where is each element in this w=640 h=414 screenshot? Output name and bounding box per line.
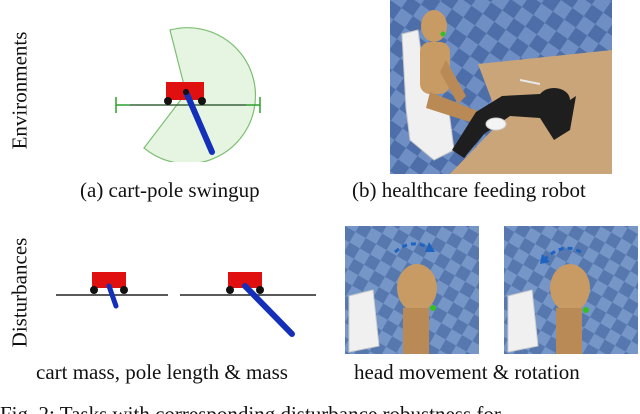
mouth-marker <box>440 31 446 37</box>
head-rotation-scene <box>504 226 638 354</box>
person-head <box>397 264 437 312</box>
cart-wheel <box>256 286 264 294</box>
pole-length-disturbance-scene <box>180 272 316 337</box>
cart <box>228 272 262 288</box>
feeding-robot-scene <box>390 0 612 174</box>
chair <box>507 289 539 353</box>
person-legs <box>426 92 480 124</box>
person-arm <box>440 60 466 104</box>
cart-wheel <box>90 286 98 294</box>
person-head <box>550 264 590 312</box>
pole <box>183 89 215 155</box>
cart-wheel <box>226 286 234 294</box>
cart-wheel <box>120 286 128 294</box>
caption-cartpole: (a) cart-pole swingup <box>80 178 260 202</box>
row-label-disturbances: Disturbances <box>7 237 32 348</box>
cart-wheel <box>198 97 206 105</box>
caption-feeding: (b) healthcare feeding robot <box>352 178 586 202</box>
caption-cart-disturbance: cart mass, pole length & mass <box>36 360 288 384</box>
robot-arm <box>452 94 576 158</box>
pole <box>242 283 295 337</box>
rotation-arrow <box>394 242 430 254</box>
rotation-arrow <box>542 246 585 262</box>
person-head <box>421 10 447 42</box>
cart-wheel <box>164 97 172 105</box>
person-torso <box>420 42 450 94</box>
caption-head-disturbance: head movement & rotation <box>354 360 580 384</box>
chair <box>348 289 380 353</box>
figure-caption: Fig. 2: Tasks with corresponding disturb… <box>0 402 501 414</box>
person-neck <box>556 308 582 354</box>
cart-mass-disturbance-scene <box>56 272 168 309</box>
spoon <box>519 79 541 85</box>
row-label-environments: Environments <box>7 31 32 150</box>
pole <box>106 283 119 309</box>
cart <box>92 272 126 288</box>
cartpole-swingup-scene <box>115 27 261 162</box>
head-movement-scene <box>345 226 479 354</box>
mouth-marker <box>583 307 589 313</box>
bowl <box>485 117 507 131</box>
person-neck <box>403 308 429 354</box>
mouth-marker <box>430 305 436 311</box>
